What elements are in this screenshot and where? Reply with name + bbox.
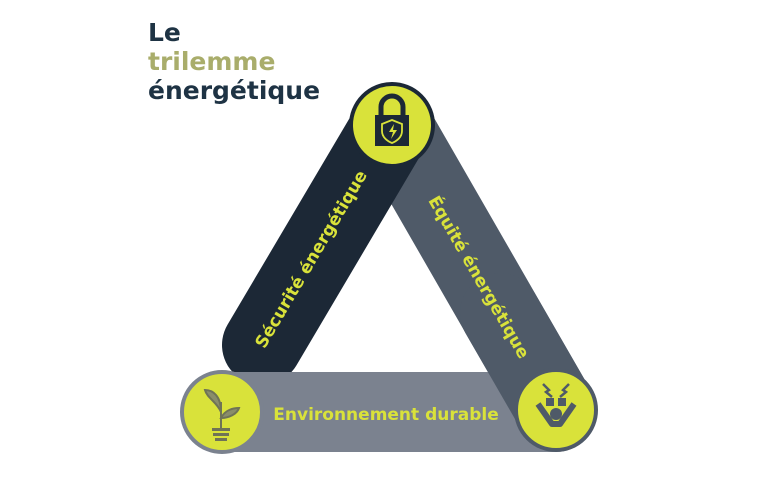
page-title: Le trilemme énergétique <box>148 18 320 105</box>
environment-label: Environnement durable <box>273 405 498 425</box>
person-plug-icon <box>514 368 598 452</box>
title-line-1: Le <box>148 18 181 47</box>
title-line-2: trilemme <box>148 47 276 76</box>
title-line-3: énergétique <box>148 76 321 105</box>
lock-shield-icon <box>349 82 435 168</box>
plant-bulb-icon <box>180 370 264 454</box>
